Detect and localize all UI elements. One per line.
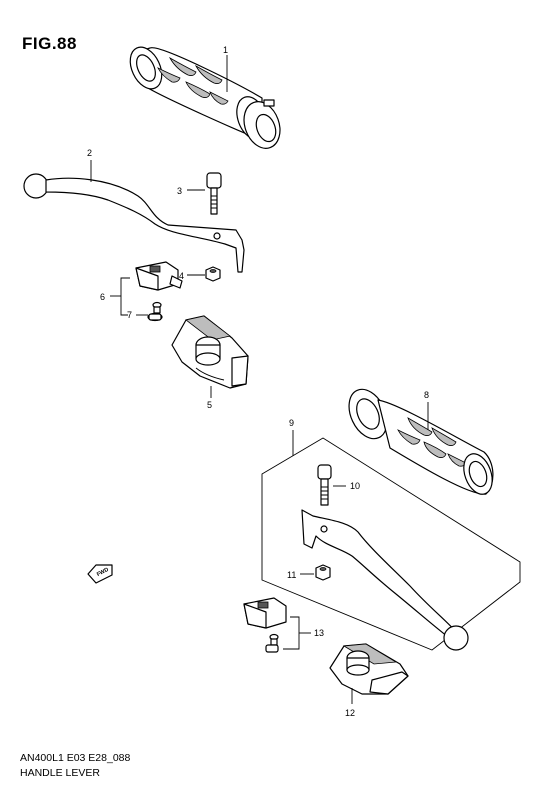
callout-7: 7 (127, 310, 132, 320)
callout-6: 6 (100, 292, 105, 302)
bolt-icon (206, 172, 222, 215)
screw-icon (147, 301, 163, 322)
callout-12: 12 (345, 708, 355, 718)
nut-icon (205, 266, 221, 282)
bracket-icon (243, 597, 287, 629)
callout-11: 11 (287, 570, 296, 580)
grip-icon (129, 46, 281, 149)
grip-icon (348, 388, 494, 495)
bolt-icon (317, 464, 332, 506)
nut-icon (315, 564, 331, 581)
callout-4: 4 (179, 271, 184, 281)
callout-1: 1 (223, 45, 228, 55)
callout-2: 2 (87, 148, 92, 158)
screw-icon (265, 633, 279, 653)
figure-title: FIG.88 (22, 34, 77, 53)
callout-13: 13 (314, 628, 324, 638)
fwd-label: FWD (96, 567, 110, 578)
callout-9: 9 (289, 418, 294, 428)
lever-holder-icon (171, 315, 249, 389)
fwd-arrow-icon: FWD (87, 564, 113, 584)
model-code: AN400L1 E03 E28_088 (20, 752, 131, 764)
callout-8: 8 (424, 390, 429, 400)
callout-3: 3 (177, 186, 182, 196)
lever-icon (301, 509, 469, 651)
bracket-icon (135, 261, 183, 291)
callout-5: 5 (207, 400, 212, 410)
lever-assembly-icon (261, 437, 521, 651)
lever-icon (23, 173, 245, 273)
callout-10: 10 (350, 481, 360, 491)
lever-holder-icon (329, 643, 409, 695)
figure-name: HANDLE LEVER (20, 767, 100, 779)
